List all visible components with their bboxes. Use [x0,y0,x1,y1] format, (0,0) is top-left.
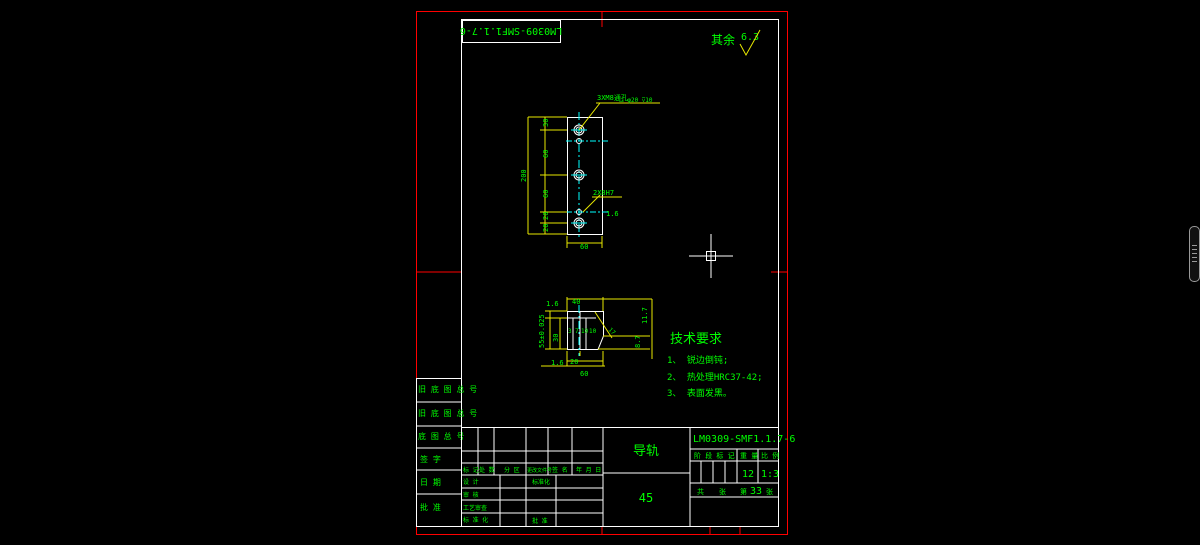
side-inner-dim-3: 10 [589,328,597,335]
rev-header-2: 分 区 [504,466,520,474]
surface-note-label: 其余 [711,32,735,47]
scrollbar-grip-icon [1192,249,1197,250]
rotated-code-box: LM0309-SMF1.1.7-6 [460,20,562,43]
pin-hole-callout: 2X8H7 [593,189,614,197]
stage-header-0: 阶 段 标 记 [694,451,735,460]
sheets-0: 共 [697,487,704,496]
side-left-dim-0: 1.6 [546,300,559,308]
side-width-dim-0: 40 [572,298,580,306]
quantity: 12 [742,469,754,480]
material: 45 [639,491,653,505]
top-total-height: 200 [520,169,528,182]
mounting-holes [566,124,608,229]
sheets-4: 张 [766,487,773,496]
drawing-number: LM0309-SMF1.1.7-6 [693,434,795,445]
rev-header-0: 标 记 [463,466,479,474]
side-inner-dim-2: 10 [581,328,589,335]
tech-req-item-1: 1、 锐边倒钝; [667,354,728,366]
drawing-frame [416,11,788,535]
side-view-outline [567,311,604,350]
approval-0: 设 计 [463,478,479,486]
crosshair-cursor-icon [689,234,733,278]
tech-requirements: 技术要求 1、 锐边倒钝; 2、 热处理HRC37-42; 3、 表面发黑。 [667,332,763,399]
hole-callout: 3XM8通孔 [597,93,628,102]
top-view-outline [567,117,603,235]
side-column: 旧 底 图 总 号 旧 底 图 总 号 底 图 总 号 签 字 日 期 批 准 [416,378,477,527]
vertical-scrollbar[interactable] [1189,226,1200,282]
top-dim-0: 30 [542,119,550,127]
scrollbar-grip-icon [1192,253,1197,254]
scale: 1:3 [761,469,779,480]
top-dim-4: 20 [542,224,550,232]
rev-header-1: 处 数 [479,466,495,474]
side-width-dim-2: 20 [570,358,578,366]
top-dim-2: 60 [542,190,550,198]
top-dim-3: 20 [542,212,550,220]
rotated-code-text: LM0309-SMF1.1.7-6 [460,25,562,36]
side-width-dim-1: 60 [580,370,588,378]
top-width: 60 [580,243,588,251]
approval-2: 审 核 [463,491,479,499]
side-inner-dim-1: 7 [575,328,579,335]
side-left-dim-3: 1.6 [551,359,564,367]
part-name: 导轨 [633,444,659,459]
side-right-dim-1: 8.7 [634,335,642,348]
side-col-1: 旧 底 图 总 号 [418,408,477,418]
sheets-1: 张 [719,487,726,496]
side-right-dim-0: 11.7 [641,307,649,324]
rev-header-4: 签 名 [552,466,568,474]
top-view: 30 60 60 20 20 200 60 3XM8通孔 ⌴ φ20 ⊽10 2… [520,93,660,251]
rev-header-3: 更改文件号 [527,467,552,474]
approval-5: 标 准 化 [463,516,488,524]
sheets-3: 33 [750,486,762,497]
side-col-3: 签 字 [420,454,441,464]
approval-4: 批 准 [532,517,548,525]
tech-req-item-2: 2、 热处理HRC37-42; [667,371,763,383]
tech-req-item-3: 3、 表面发黑。 [667,387,732,399]
rev-header-5: 年 月 日 [576,466,601,474]
approval-1: 标准化 [532,478,550,486]
pin-hole-roughness: 1.6 [606,210,619,218]
approval-3: 工艺审查 [463,504,487,512]
side-col-2: 底 图 总 号 [418,431,464,441]
scrollbar-grip-icon [1192,257,1197,258]
stage-header-1: 重 量 [740,452,758,460]
roughness-symbol [739,29,761,57]
top-dim-1: 60 [542,150,550,158]
surface-note-value: 6.3 [741,32,759,43]
side-small-dim-0: 17 [607,326,617,336]
counterbore-callout: ⌴ φ20 ⊽10 [619,97,653,104]
tech-req-title: 技术要求 [670,332,722,347]
side-col-4: 日 期 [420,478,441,487]
stage-header-2: 比 例 [761,451,779,460]
side-col-5: 批 准 [420,502,441,512]
scrollbar-grip-icon [1192,261,1197,262]
title-block: 导轨 45 LM0309-SMF1.1.7-6 阶 段 标 记 重 量 比 例 … [461,427,795,527]
sheets-2: 第 [740,487,747,496]
side-inner-dim-0: 3 [568,328,572,335]
scrollbar-grip-icon [1192,245,1197,246]
side-view: 40 60 20 1.6 55±0.025 30 1.6 11.7 8.7 3 … [538,297,653,378]
surface-roughness-note: 其余 6.3 [711,29,761,57]
side-left-dim-2: 30 [552,334,560,342]
side-col-0: 旧 底 图 总 号 [418,384,477,394]
side-left-dim-1: 55±0.025 [538,314,546,348]
